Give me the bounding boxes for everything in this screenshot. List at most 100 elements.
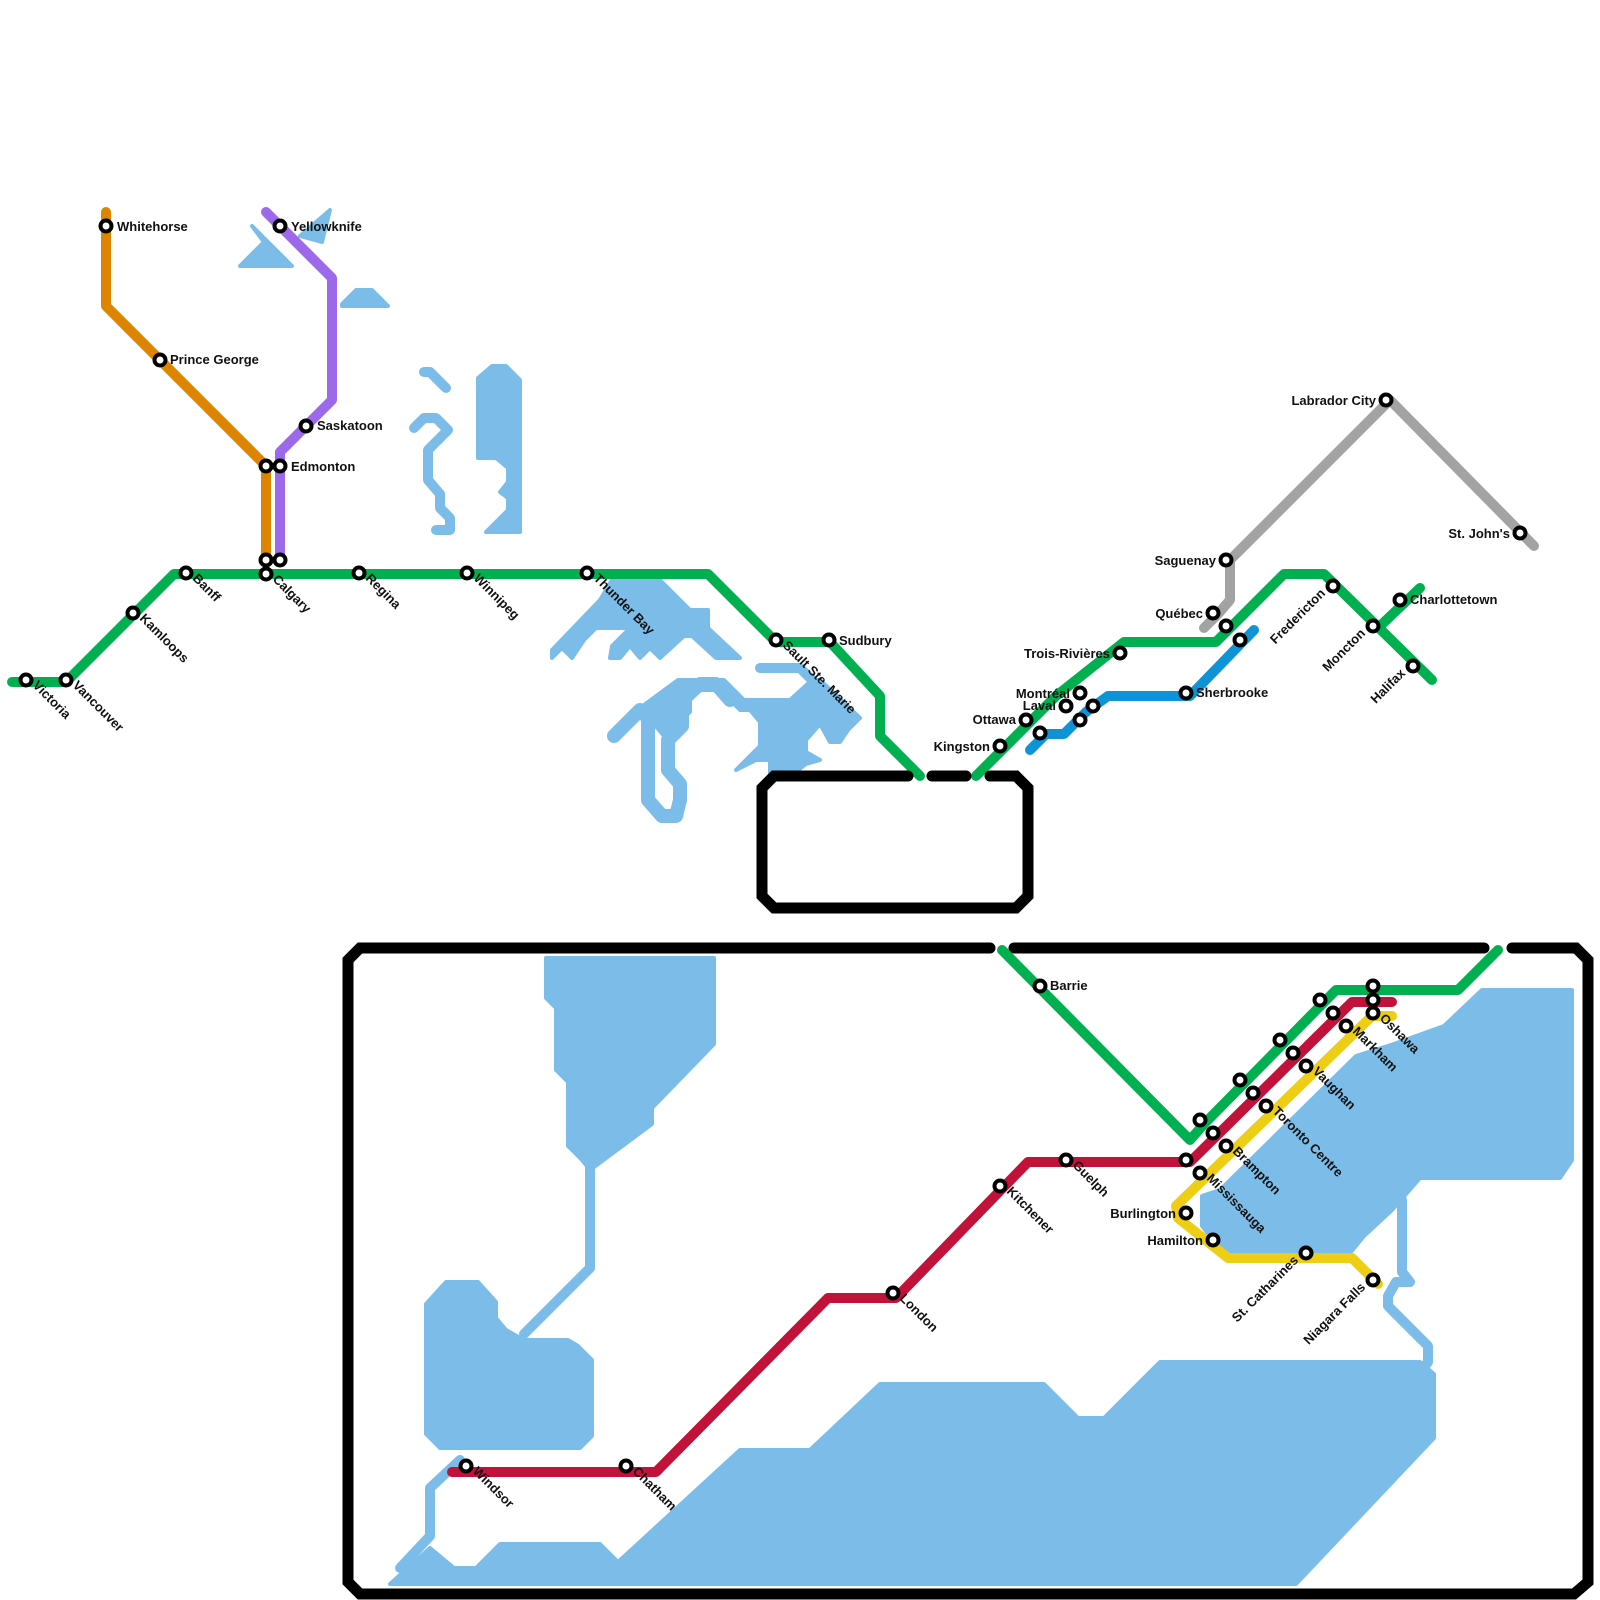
label-st-catharines: St. Catharines bbox=[1229, 1253, 1301, 1325]
station-edmonton-yukon[interactable] bbox=[258, 458, 274, 474]
station-quebec-estrie[interactable] bbox=[1232, 632, 1248, 648]
lake-winnipegosis bbox=[409, 413, 455, 535]
station-victoria[interactable] bbox=[18, 672, 34, 688]
st-clair-river bbox=[519, 1145, 595, 1339]
label-montreal: Montréal bbox=[1016, 686, 1070, 701]
station-labels: Whitehorse Yellowknife Prince George Sas… bbox=[30, 219, 1510, 1513]
station-oshawa-green[interactable] bbox=[1365, 978, 1381, 994]
station-laval-estrie[interactable] bbox=[1072, 712, 1088, 728]
station-trois-rivieres[interactable] bbox=[1112, 645, 1128, 661]
station-red-2[interactable] bbox=[1245, 1085, 1261, 1101]
station-burlington[interactable] bbox=[1178, 1205, 1194, 1221]
label-kingston: Kingston bbox=[934, 739, 990, 754]
station-hamilton[interactable] bbox=[1205, 1232, 1221, 1248]
label-hamilton: Hamilton bbox=[1147, 1233, 1203, 1248]
label-edmonton: Edmonton bbox=[291, 459, 355, 474]
station-fredericton[interactable] bbox=[1325, 578, 1341, 594]
station-calgary-prairie[interactable] bbox=[272, 552, 288, 568]
station-montreal[interactable] bbox=[1072, 685, 1088, 701]
station-yellowknife[interactable] bbox=[272, 218, 288, 234]
station-calgary[interactable] bbox=[258, 566, 274, 582]
station-quebec-green[interactable] bbox=[1218, 618, 1234, 634]
water-bodies bbox=[238, 208, 862, 823]
georgian-bay bbox=[755, 663, 849, 717]
station-sault-ste-marie[interactable] bbox=[768, 632, 784, 648]
inset-frame-top bbox=[756, 770, 1034, 914]
station-regina[interactable] bbox=[351, 565, 367, 581]
label-yellowknife: Yellowknife bbox=[291, 219, 362, 234]
station-laval[interactable] bbox=[1058, 698, 1074, 714]
station-ottawa-estrie[interactable] bbox=[1032, 725, 1048, 741]
label-saguenay: Saguenay bbox=[1155, 553, 1217, 568]
line-transcanada-pei[interactable] bbox=[1373, 583, 1425, 633]
line-prairie[interactable] bbox=[261, 207, 337, 565]
station-st-catharines[interactable] bbox=[1298, 1245, 1314, 1261]
station-brampton[interactable] bbox=[1218, 1138, 1234, 1154]
label-vancouver: Vancouver bbox=[70, 678, 127, 735]
line-transcanada-east[interactable] bbox=[971, 569, 1437, 781]
station-vancouver[interactable] bbox=[58, 672, 74, 688]
station-charlottetown[interactable] bbox=[1392, 592, 1408, 608]
station-sudbury[interactable] bbox=[821, 632, 837, 648]
station-kamloops[interactable] bbox=[125, 605, 141, 621]
station-banff[interactable] bbox=[178, 565, 194, 581]
station-montreal-estrie[interactable] bbox=[1085, 698, 1101, 714]
station-barrie[interactable] bbox=[1032, 978, 1048, 994]
label-sudbury: Sudbury bbox=[839, 633, 892, 648]
station-edmonton-prairie[interactable] bbox=[272, 458, 288, 474]
station-oshawa[interactable] bbox=[1365, 1005, 1381, 1021]
line-transcanada-inset[interactable] bbox=[997, 945, 1503, 1145]
station-kingston[interactable] bbox=[992, 738, 1008, 754]
niagara-river bbox=[1383, 1195, 1433, 1377]
station-chatham[interactable] bbox=[618, 1458, 634, 1474]
station-toronto-centre[interactable] bbox=[1258, 1098, 1274, 1114]
station-green-2[interactable] bbox=[1232, 1072, 1248, 1088]
routes-top bbox=[7, 207, 1539, 914]
station-green-4[interactable] bbox=[1312, 992, 1328, 1008]
station-moncton[interactable] bbox=[1365, 618, 1381, 634]
label-st-johns: St. John's bbox=[1448, 526, 1510, 541]
station-windsor[interactable] bbox=[458, 1458, 474, 1474]
line-yukon[interactable] bbox=[101, 207, 271, 565]
label-quebec: Québec bbox=[1155, 606, 1203, 621]
station-green-1[interactable] bbox=[1192, 1112, 1208, 1128]
station-red-4[interactable] bbox=[1325, 1005, 1341, 1021]
station-niagara-falls[interactable] bbox=[1365, 1272, 1381, 1288]
lake-erie-inset bbox=[388, 1360, 1436, 1586]
station-mississauga[interactable] bbox=[1192, 1165, 1208, 1181]
station-sherbrooke[interactable] bbox=[1178, 685, 1194, 701]
station-whitehorse[interactable] bbox=[98, 218, 114, 234]
lake-athabasca bbox=[340, 288, 390, 308]
station-quebec[interactable] bbox=[1205, 605, 1221, 621]
station-oshawa-red[interactable] bbox=[1365, 992, 1381, 1008]
station-guelph[interactable] bbox=[1058, 1152, 1074, 1168]
station-labrador-city[interactable] bbox=[1378, 392, 1394, 408]
station-kitchener[interactable] bbox=[992, 1178, 1008, 1194]
lake-winnipeg bbox=[476, 364, 522, 534]
station-ottawa[interactable] bbox=[1018, 712, 1034, 728]
stations bbox=[18, 218, 1528, 1474]
station-saguenay[interactable] bbox=[1218, 552, 1234, 568]
station-saskatoon[interactable] bbox=[298, 418, 314, 434]
inset-southern-ontario bbox=[342, 942, 1594, 1600]
line-southwest[interactable] bbox=[447, 997, 1397, 1477]
station-red-1[interactable] bbox=[1205, 1125, 1221, 1141]
station-red-3[interactable] bbox=[1285, 1045, 1301, 1061]
station-calgary-yukon[interactable] bbox=[258, 552, 274, 568]
label-labrador-city: Labrador City bbox=[1291, 393, 1376, 408]
station-st-johns[interactable] bbox=[1512, 525, 1528, 541]
station-prince-george[interactable] bbox=[152, 352, 168, 368]
label-kamloops: Kamloops bbox=[137, 611, 192, 666]
lake-great-slave bbox=[298, 208, 332, 244]
station-vaughan[interactable] bbox=[1298, 1058, 1314, 1074]
label-sherbrooke: Sherbrooke bbox=[1196, 685, 1268, 700]
station-winnipeg[interactable] bbox=[459, 565, 475, 581]
station-markham[interactable] bbox=[1338, 1018, 1354, 1034]
station-halifax[interactable] bbox=[1405, 658, 1421, 674]
label-moncton: Moncton bbox=[1319, 625, 1368, 674]
station-green-3[interactable] bbox=[1272, 1032, 1288, 1048]
station-london[interactable] bbox=[885, 1285, 901, 1301]
station-thunder-bay[interactable] bbox=[579, 565, 595, 581]
label-prince-george: Prince George bbox=[170, 352, 259, 367]
station-guelph-red[interactable] bbox=[1178, 1152, 1194, 1168]
